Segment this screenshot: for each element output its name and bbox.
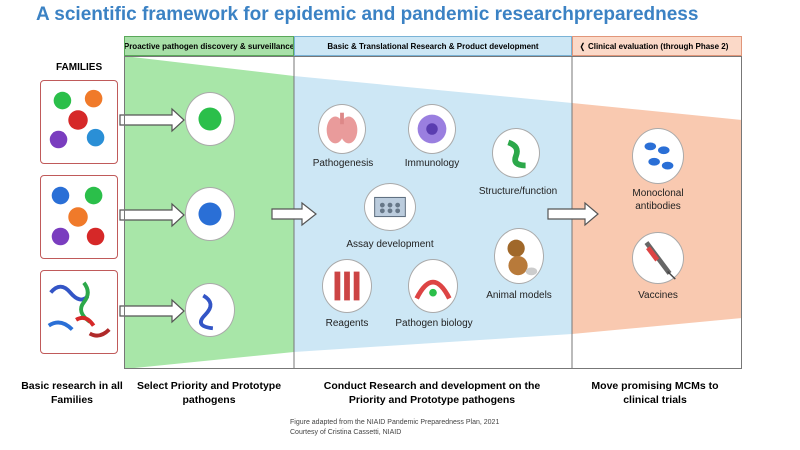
filovirus-family-icon [47, 281, 111, 338]
animal-models-label: Animal models [486, 290, 552, 301]
family-arrows [119, 107, 599, 324]
antibody-icon [644, 142, 674, 170]
structure-circle [492, 128, 540, 178]
virus-family-icon [51, 186, 105, 246]
monkey-mouse-icon [507, 239, 538, 276]
animal-models-circle [494, 228, 544, 284]
step-basic-label: Basic research in all Families [21, 380, 123, 406]
stage-bar-clinical: ❬ Clinical evaluation (through Phase 2) [572, 36, 742, 56]
lungs-icon [326, 112, 358, 144]
syringe-icon [644, 241, 676, 280]
immunology-label: Immunology [404, 158, 460, 169]
stage-arrow-icon: ❬ [579, 41, 588, 51]
reagents-label: Reagents [325, 318, 369, 329]
test-tubes-icon [334, 271, 360, 301]
step-conduct-label: Conduct Research and development on the … [323, 380, 541, 406]
pathogenesis-circle [318, 104, 366, 154]
protein-structure-icon [507, 139, 526, 169]
pathogen-biology-circle [408, 259, 458, 313]
cell-icon [414, 279, 452, 300]
monoclonal-circle [632, 128, 684, 184]
figure-credit-line2: Courtesy of Cristina Cassetti, NIAID [290, 429, 402, 436]
virus-family-icon [49, 89, 105, 149]
immune-cell-icon [417, 114, 447, 144]
step-move-label: Move promising MCMs to clinical trials [591, 380, 719, 406]
stage-bar-surveillance: Proactive pathogen discovery & surveilla… [124, 36, 294, 56]
green-virus-icon [198, 107, 222, 131]
orange-region [572, 103, 742, 334]
family-box-3 [40, 270, 118, 354]
page-title: A scientific framework for epidemic and … [36, 4, 699, 25]
step-select-label: Select Priority and Prototype pathogens [136, 380, 282, 406]
assay-circle [364, 183, 416, 231]
monoclonal-label: Monoclonal antibodies [632, 188, 684, 212]
selected-pathogen-1 [185, 92, 235, 146]
figure-credit-line1: Figure adapted from the NIAID Pandemic P… [290, 419, 500, 426]
selected-pathogen-3 [185, 283, 235, 337]
structure-label: Structure/function [478, 186, 558, 197]
immunology-circle [408, 104, 456, 154]
families-label: FAMILIES [56, 62, 103, 73]
reagents-circle [322, 259, 372, 313]
stage-bar-clinical-label: Clinical evaluation (through Phase 2) [587, 41, 729, 51]
vaccines-circle [632, 232, 684, 284]
family-box-2 [40, 175, 118, 259]
selected-pathogen-2 [185, 187, 235, 241]
pathogenesis-label: Pathogenesis [312, 158, 374, 169]
filovirus-icon [199, 293, 214, 331]
family-box-1 [40, 80, 118, 164]
stage-bar-research: Basic & Translational Research & Product… [294, 36, 572, 56]
blue-virus-icon [198, 202, 222, 226]
assay-label: Assay development [346, 239, 434, 250]
assay-plate-icon [374, 196, 406, 218]
framework-frame [124, 56, 742, 369]
vaccines-label: Vaccines [638, 290, 678, 301]
pathogen-biology-label: Pathogen biology [395, 318, 473, 329]
